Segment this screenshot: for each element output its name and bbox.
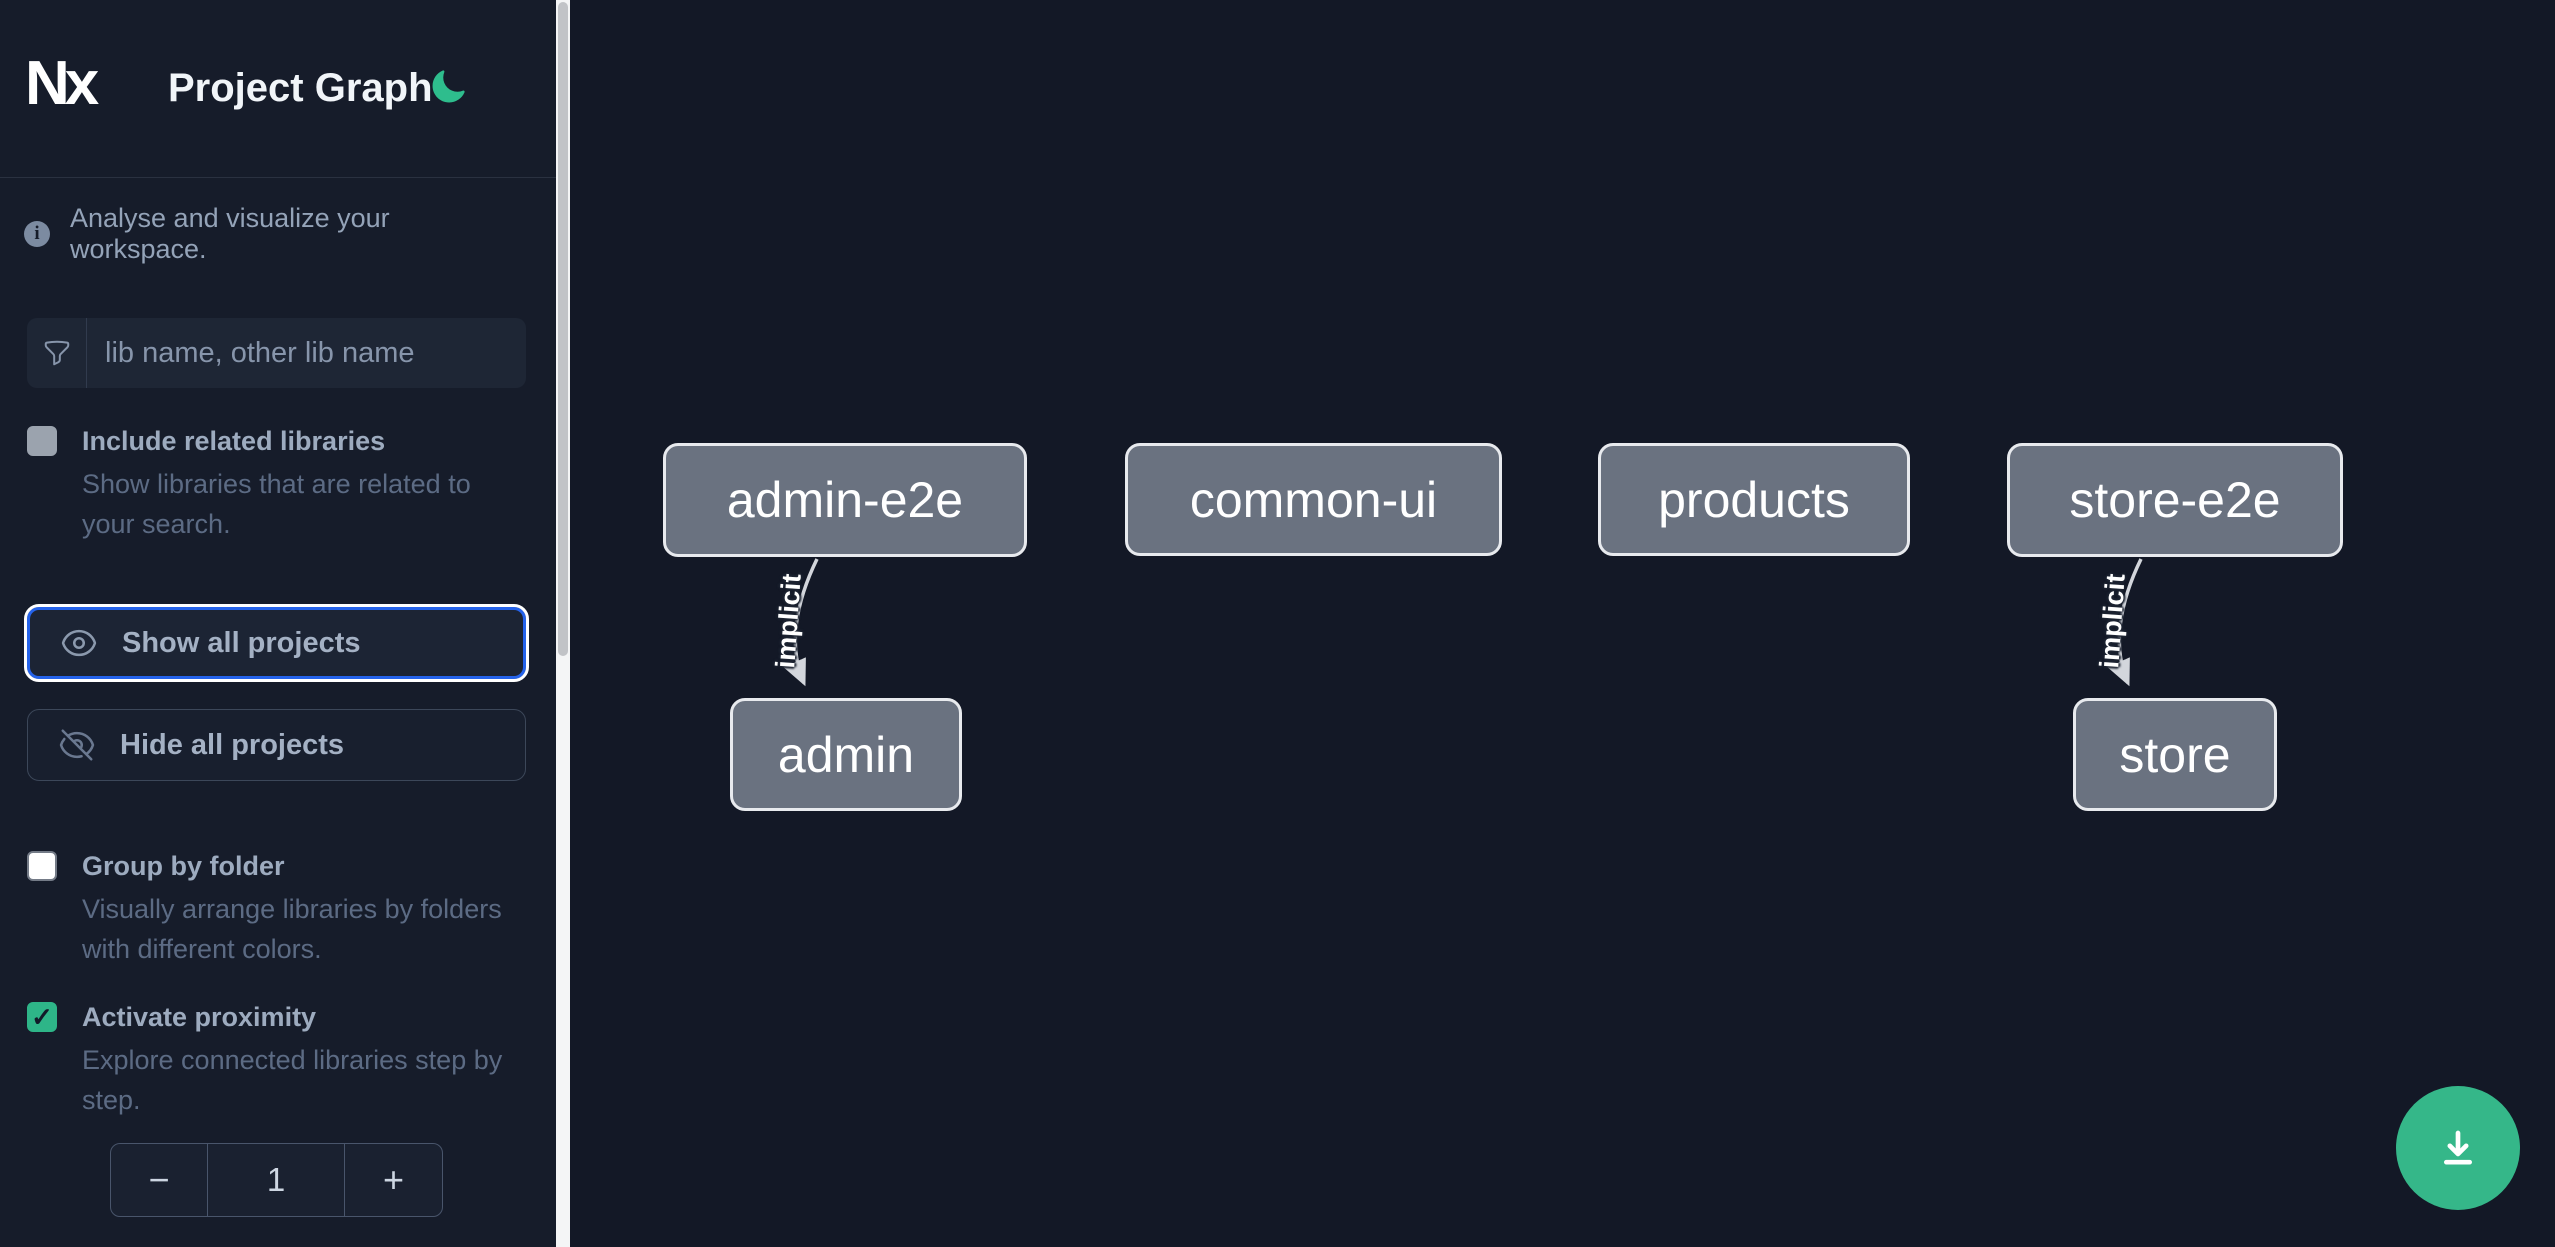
option-label: Include related libraries [82, 426, 386, 456]
graph-node-products[interactable]: products [1598, 443, 1910, 556]
sidebar-scrollbar-thumb[interactable] [558, 2, 568, 656]
proximity-depth-stepper: − 1 + [110, 1143, 443, 1217]
hide-all-projects-label: Hide all projects [120, 728, 345, 761]
include-related-checkbox[interactable] [27, 426, 57, 456]
graph-node-store-e2e[interactable]: store-e2e [2007, 443, 2343, 557]
group-by-folder-checkbox[interactable] [27, 851, 57, 881]
show-all-projects-button[interactable]: Show all projects [24, 604, 529, 682]
option-label: Activate proximity [82, 1002, 317, 1032]
option-label: Group by folder [82, 851, 285, 881]
download-image-button[interactable] [2396, 1086, 2520, 1210]
edge-label-implicit: implicit [770, 572, 807, 670]
filter-search-box [27, 318, 526, 388]
funnel-icon [27, 318, 87, 388]
show-all-projects-label: Show all projects [122, 626, 361, 659]
page-title: Project Graph [168, 66, 433, 110]
moon-icon [429, 70, 467, 109]
eye-slash-icon [58, 726, 96, 764]
intro-row: i Analyse and visualize your workspace. [24, 203, 524, 265]
edge-label-implicit: implicit [2094, 572, 2131, 670]
option-include-related: Include related libraries Show libraries… [27, 424, 527, 544]
graph-node-store[interactable]: store [2073, 698, 2277, 811]
option-description: Visually arrange libraries by folders wi… [82, 894, 502, 964]
theme-toggle-button[interactable] [428, 68, 468, 108]
option-description: Show libraries that are related to your … [82, 469, 471, 539]
graph-node-admin[interactable]: admin [730, 698, 962, 811]
nx-logo: Nx [25, 49, 99, 118]
download-icon [2430, 1119, 2486, 1178]
eye-icon [60, 624, 98, 662]
decrement-button[interactable]: − [111, 1144, 208, 1216]
option-description: Explore connected libraries step by step… [82, 1045, 503, 1115]
info-icon: i [24, 221, 50, 247]
option-group-by-folder: Group by folder Visually arrange librari… [27, 849, 527, 969]
search-input[interactable] [87, 318, 526, 388]
intro-text: Analyse and visualize your workspace. [70, 203, 390, 264]
option-activate-proximity: ✓ Activate proximity Explore connected l… [27, 1000, 527, 1120]
activate-proximity-checkbox[interactable]: ✓ [27, 1002, 57, 1032]
graph-canvas[interactable] [570, 0, 2555, 1247]
graph-node-common-ui[interactable]: common-ui [1125, 443, 1502, 556]
proximity-depth-value: 1 [266, 1161, 286, 1198]
increment-button[interactable]: + [344, 1144, 442, 1216]
graph-node-admin-e2e[interactable]: admin-e2e [663, 443, 1027, 557]
sidebar-header: Nx Project Graph [0, 0, 557, 178]
sidebar: Nx Project Graph i Analyse and visualize… [0, 0, 557, 1247]
hide-all-projects-button[interactable]: Hide all projects [27, 709, 526, 781]
